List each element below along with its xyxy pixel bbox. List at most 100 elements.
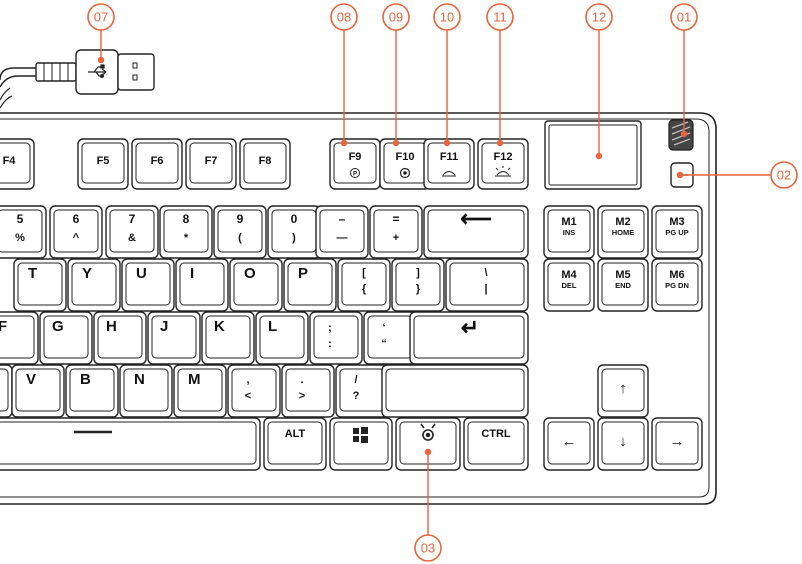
key-top: . bbox=[300, 374, 303, 386]
arrow-up-icon: ↑ bbox=[619, 380, 627, 397]
key-i[interactable]: I bbox=[175, 258, 229, 312]
key-g[interactable]: G bbox=[39, 311, 93, 365]
key-windows[interactable] bbox=[329, 417, 393, 471]
key-top: ‘ bbox=[382, 322, 385, 334]
key-f12[interactable]: F12 bbox=[477, 138, 529, 190]
callout-01: 01 bbox=[670, 3, 698, 138]
key-sym-top-1[interactable]: ]} bbox=[391, 258, 445, 312]
key-num-1[interactable]: 6^ bbox=[49, 205, 103, 259]
key-label: V bbox=[26, 371, 36, 388]
callout-10: 10 bbox=[433, 3, 461, 147]
key-f8[interactable]: F8 bbox=[239, 138, 291, 190]
key-top: = bbox=[392, 212, 399, 226]
key-backspace[interactable]: ⟵ bbox=[423, 205, 529, 259]
key-enter[interactable]: ↵ bbox=[409, 311, 529, 365]
key-bottom: % bbox=[15, 232, 25, 244]
key-spacebar[interactable] bbox=[0, 417, 261, 471]
key-sym-top-0[interactable]: [{ bbox=[337, 258, 391, 312]
key-h[interactable]: H bbox=[93, 311, 147, 365]
key-sym-bottom-2[interactable]: /? bbox=[335, 364, 389, 418]
key-p[interactable]: P bbox=[283, 258, 337, 312]
key-steelseries[interactable] bbox=[395, 417, 461, 471]
key-l[interactable]: L bbox=[255, 311, 309, 365]
macro-top: M3 bbox=[669, 216, 684, 228]
key-t[interactable]: T bbox=[13, 258, 67, 312]
key-m[interactable]: M bbox=[173, 364, 227, 418]
key-label: Y bbox=[82, 265, 92, 282]
key-sym-bottom-0[interactable]: ,< bbox=[227, 364, 281, 418]
key-label: F bbox=[0, 318, 7, 335]
game-mode-icon bbox=[399, 167, 411, 179]
callout-03: 03 bbox=[414, 448, 442, 562]
key-c-partial[interactable] bbox=[0, 364, 13, 418]
arrow-right-icon: → bbox=[670, 433, 685, 450]
macro-bottom: PG UP bbox=[665, 228, 688, 237]
key-f[interactable]: F bbox=[0, 311, 39, 365]
callout-number: 07 bbox=[94, 10, 108, 25]
key-label: F12 bbox=[494, 151, 513, 163]
key-sym-top-2[interactable]: \| bbox=[445, 258, 529, 312]
key-v[interactable]: V bbox=[11, 364, 65, 418]
key-f9[interactable]: F9P bbox=[329, 138, 381, 190]
macro-top: M5 bbox=[615, 269, 630, 281]
callout-number: 01 bbox=[677, 10, 691, 25]
key-o[interactable]: O bbox=[229, 258, 283, 312]
key-arrow-right[interactable]: → bbox=[651, 417, 703, 471]
key-label: F4 bbox=[3, 155, 17, 167]
key-f10[interactable]: F10 bbox=[379, 138, 431, 190]
key-label: F9 bbox=[349, 151, 362, 163]
key-bottom: ^ bbox=[73, 232, 80, 244]
usb-icon bbox=[88, 64, 107, 78]
brightness-up-icon bbox=[495, 166, 511, 177]
key-n[interactable]: N bbox=[119, 364, 173, 418]
callout-07: 07 bbox=[87, 3, 115, 64]
key-k[interactable]: K bbox=[201, 311, 255, 365]
key-sym-home-0[interactable]: ;: bbox=[309, 311, 363, 365]
key-bottom: { bbox=[362, 283, 367, 295]
key-alt[interactable]: ALT bbox=[263, 417, 327, 471]
key-arrow-up[interactable]: ↑ bbox=[597, 364, 649, 418]
key-bottom: ( bbox=[238, 232, 242, 244]
key-sym-home-1[interactable]: ‘“ bbox=[363, 311, 417, 365]
key-bottom: : bbox=[328, 338, 332, 350]
key-f5[interactable]: F5 bbox=[77, 138, 129, 190]
key-ctrl[interactable]: CTRL bbox=[463, 417, 529, 471]
key-b[interactable]: B bbox=[65, 364, 119, 418]
key-f6[interactable]: F6 bbox=[131, 138, 183, 190]
profile-icon bbox=[350, 168, 360, 178]
key-y[interactable]: Y bbox=[67, 258, 121, 312]
macro-bottom: INS bbox=[563, 228, 576, 237]
key-f4[interactable]: F4 bbox=[0, 138, 35, 190]
key-num-3[interactable]: 8* bbox=[159, 205, 213, 259]
key-num-7[interactable]: =+ bbox=[369, 205, 423, 259]
arrow-down-icon: ↓ bbox=[619, 433, 627, 450]
key-arrow-left[interactable]: ← bbox=[543, 417, 595, 471]
windows-icon bbox=[353, 427, 368, 443]
key-f11[interactable]: F11 bbox=[423, 138, 475, 190]
key-f7[interactable]: F7 bbox=[185, 138, 237, 190]
key-num-0[interactable]: 5% bbox=[0, 205, 47, 259]
key-sym-bottom-1[interactable]: .> bbox=[281, 364, 335, 418]
key-num-4[interactable]: 9( bbox=[213, 205, 267, 259]
key-top: \ bbox=[484, 267, 487, 279]
macro-bottom: HOME bbox=[612, 228, 635, 237]
key-right-shift[interactable] bbox=[381, 364, 529, 418]
key-u[interactable]: U bbox=[121, 258, 175, 312]
key-arrow-down[interactable]: ↓ bbox=[597, 417, 649, 471]
key-num-5[interactable]: 0) bbox=[267, 205, 321, 259]
key-label: O bbox=[244, 265, 256, 282]
key-bottom: > bbox=[299, 390, 305, 402]
key-bottom: “ bbox=[381, 338, 387, 350]
key-num-2[interactable]: 7& bbox=[105, 205, 159, 259]
key-j[interactable]: J bbox=[147, 311, 201, 365]
key-num-6[interactable]: –— bbox=[315, 205, 369, 259]
key-bottom: ) bbox=[292, 232, 296, 244]
